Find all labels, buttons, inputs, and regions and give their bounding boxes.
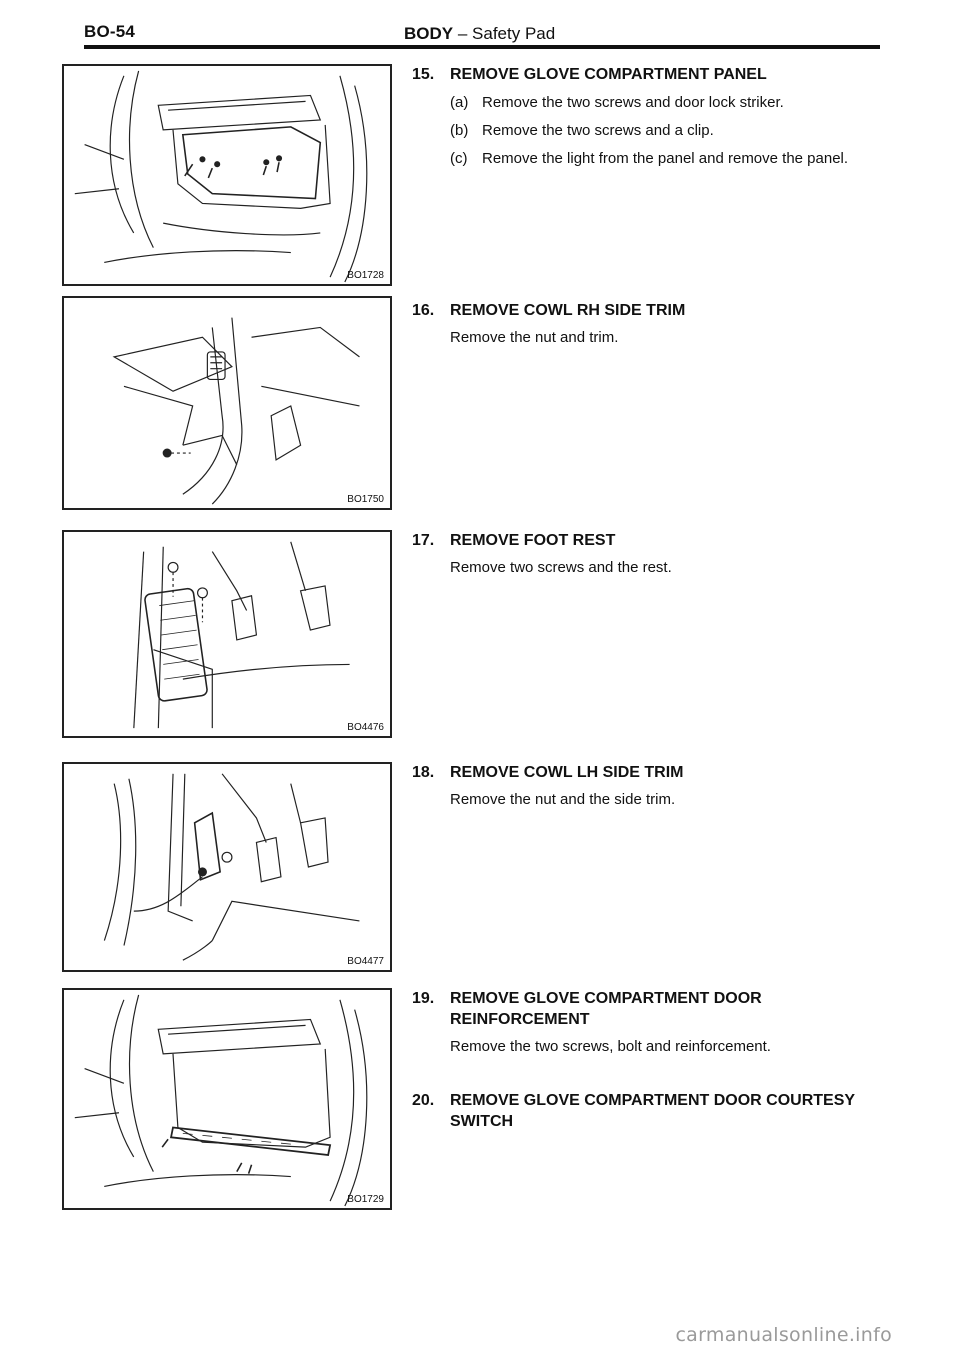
page-code: BO-54 — [84, 22, 136, 41]
step-heading: 19. REMOVE GLOVE COMPARTMENT DOOR REINFO… — [412, 988, 902, 1030]
step-title-line1: REMOVE GLOVE COMPARTMENT DOOR COURTESY — [450, 1092, 856, 1109]
illustration-foot-rest — [133, 541, 350, 729]
substep-text: Remove the two screws and door lock stri… — [482, 94, 784, 111]
step-number: 18. — [412, 764, 435, 781]
step-20: 20. REMOVE GLOVE COMPARTMENT DOOR COURTE… — [412, 1090, 902, 1132]
substep-label: (b) — [450, 122, 469, 139]
step-number: 15. — [412, 66, 435, 83]
watermark: carmanualsonline.info — [675, 1324, 892, 1346]
step-text: Remove the nut and trim. — [450, 329, 619, 346]
step-text: Remove the nut and the side trim. — [450, 791, 676, 808]
step-heading: 16. REMOVE COWL RH SIDE TRIM — [412, 300, 902, 321]
step-heading: 17. REMOVE FOOT REST — [412, 530, 902, 551]
figure-code: BO1750 — [347, 494, 384, 505]
step-title-line1: REMOVE GLOVE COMPARTMENT DOOR — [450, 990, 762, 1007]
title-separator: – — [453, 24, 473, 43]
step-title: REMOVE GLOVE COMPARTMENT PANEL — [450, 66, 767, 83]
section-title: BODY — [404, 24, 454, 43]
step-number: 19. — [412, 990, 435, 1007]
step-number: 16. — [412, 302, 435, 319]
substep-text: Remove the two screws and a clip. — [482, 122, 714, 139]
substep-b: (b) Remove the two screws and a clip. — [450, 121, 902, 141]
step-title: REMOVE COWL LH SIDE TRIM — [450, 764, 684, 781]
step-heading: 15. REMOVE GLOVE COMPARTMENT PANEL — [412, 64, 902, 85]
figure-code: BO4477 — [347, 956, 384, 967]
substep-a: (a) Remove the two screws and door lock … — [450, 93, 902, 113]
figure-code: BO1728 — [347, 270, 384, 281]
header-rule — [84, 45, 880, 49]
figure-glove-door-reinforcement: BO1729 — [62, 988, 392, 1210]
step-title: REMOVE FOOT REST — [450, 532, 616, 549]
substep-c: (c) Remove the light from the panel and … — [450, 149, 902, 169]
step-18: 18. REMOVE COWL LH SIDE TRIM Remove the … — [412, 762, 902, 810]
page-title: BODY – Safety Pad — [404, 24, 555, 44]
step-text: Remove two screws and the rest. — [450, 559, 672, 576]
step-title: REMOVE COWL RH SIDE TRIM — [450, 302, 686, 319]
step-16: 16. REMOVE COWL RH SIDE TRIM Remove the … — [412, 300, 902, 348]
step-number: 20. — [412, 1092, 435, 1109]
substep-text: Remove the light from the panel and remo… — [482, 150, 849, 167]
illustration-cowl-lh — [103, 773, 360, 961]
figure-foot-rest: BO4476 — [62, 530, 392, 738]
illustration-glove-compartment — [74, 70, 368, 283]
illustration-cowl-rh — [112, 317, 360, 505]
step-text: Remove the two screws, bolt and reinforc… — [450, 1038, 771, 1055]
subsection-title: Safety Pad — [472, 24, 556, 43]
figure-glove-compartment-panel: BO1728 — [62, 64, 392, 286]
figure-code: BO4476 — [347, 722, 384, 733]
figure-code: BO1729 — [347, 1194, 384, 1205]
substep-label: (a) — [450, 94, 469, 111]
step-heading: 20. REMOVE GLOVE COMPARTMENT DOOR COURTE… — [412, 1090, 902, 1132]
substep-label: (c) — [450, 150, 468, 167]
step-19: 19. REMOVE GLOVE COMPARTMENT DOOR REINFO… — [412, 988, 902, 1057]
figure-cowl-rh-side-trim: BO1750 — [62, 296, 392, 510]
figure-cowl-lh-side-trim: BO4477 — [62, 762, 392, 972]
step-title-line2: REINFORCEMENT — [450, 1011, 590, 1028]
step-heading: 18. REMOVE COWL LH SIDE TRIM — [412, 762, 902, 783]
step-title-line2: SWITCH — [450, 1113, 514, 1130]
step-17: 17. REMOVE FOOT REST Remove two screws a… — [412, 530, 902, 578]
step-15: 15. REMOVE GLOVE COMPARTMENT PANEL (a) R… — [412, 64, 902, 169]
step-number: 17. — [412, 532, 435, 549]
illustration-door-reinforcement — [74, 994, 368, 1207]
